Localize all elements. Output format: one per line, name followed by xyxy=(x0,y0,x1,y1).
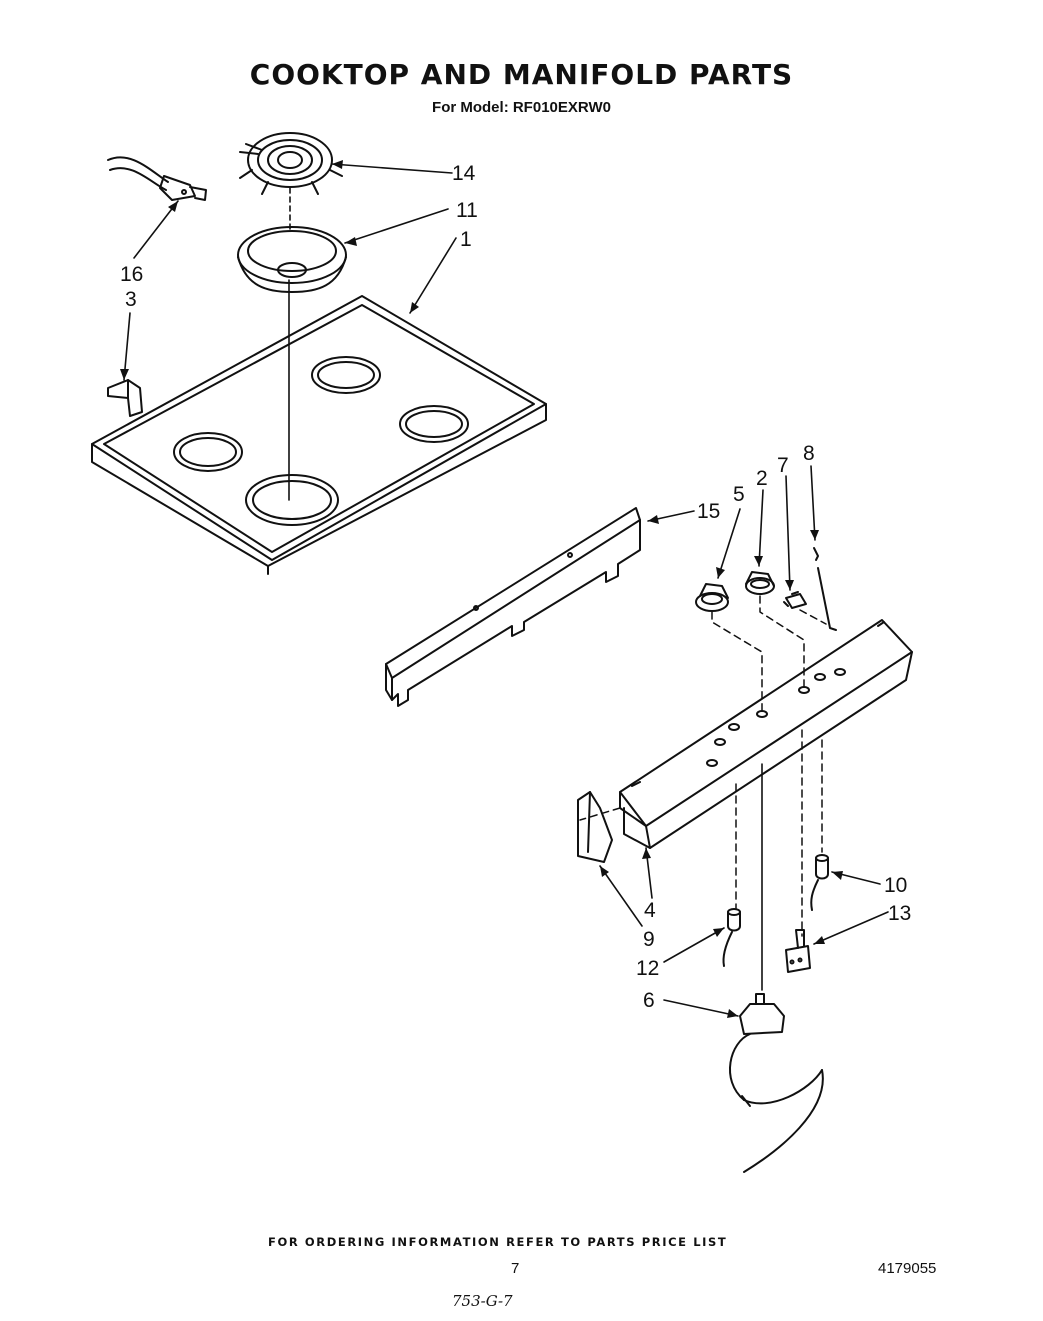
bracket-part xyxy=(107,379,143,417)
callout-label: 8 xyxy=(803,442,815,465)
toggle-switch-part xyxy=(785,929,811,973)
lamp-socket-part xyxy=(722,908,741,967)
callout-label: 5 xyxy=(733,483,745,506)
callout-label: 16 xyxy=(120,263,143,286)
control-knob-part xyxy=(745,571,775,595)
valve-part xyxy=(728,993,824,1173)
control-knob-part xyxy=(695,583,729,612)
push-button-part xyxy=(783,591,807,609)
callout-label: 4 xyxy=(644,899,656,922)
handwritten-note: 753-G-7 xyxy=(452,1292,513,1310)
rear-panel-part xyxy=(385,507,641,707)
manifold-part xyxy=(619,619,913,849)
callout-label: 2 xyxy=(756,467,768,490)
callout-label: 15 xyxy=(697,500,720,523)
callout-label: 3 xyxy=(125,288,137,311)
diagram-title: COOKTOP AND MANIFOLD PARTS xyxy=(249,58,794,91)
lamp-socket-part xyxy=(810,854,829,911)
callout-label: 12 xyxy=(636,957,659,980)
callout-label: 1 xyxy=(460,228,472,251)
callout-label: 7 xyxy=(777,454,789,477)
model-subtitle: For Model: RF010EXRW0 xyxy=(432,99,611,116)
callout-label: 13 xyxy=(888,902,911,925)
cooktop-part xyxy=(91,295,547,575)
page-number: 7 xyxy=(511,1260,520,1277)
document-number: 4179055 xyxy=(878,1260,937,1277)
surface-element-part xyxy=(239,132,343,195)
drip-bowl-part xyxy=(237,226,347,293)
terminal-block-part xyxy=(107,156,207,201)
ordering-note: FOR ORDERING INFORMATION REFER TO PARTS … xyxy=(268,1235,728,1249)
end-cap-part xyxy=(577,791,613,863)
callout-label: 11 xyxy=(456,199,478,222)
callout-label: 6 xyxy=(643,989,655,1012)
callout-label: 14 xyxy=(452,162,476,185)
callout-label: 9 xyxy=(643,928,655,951)
indicator-rod-part xyxy=(813,547,837,631)
callout-label: 10 xyxy=(884,874,907,897)
